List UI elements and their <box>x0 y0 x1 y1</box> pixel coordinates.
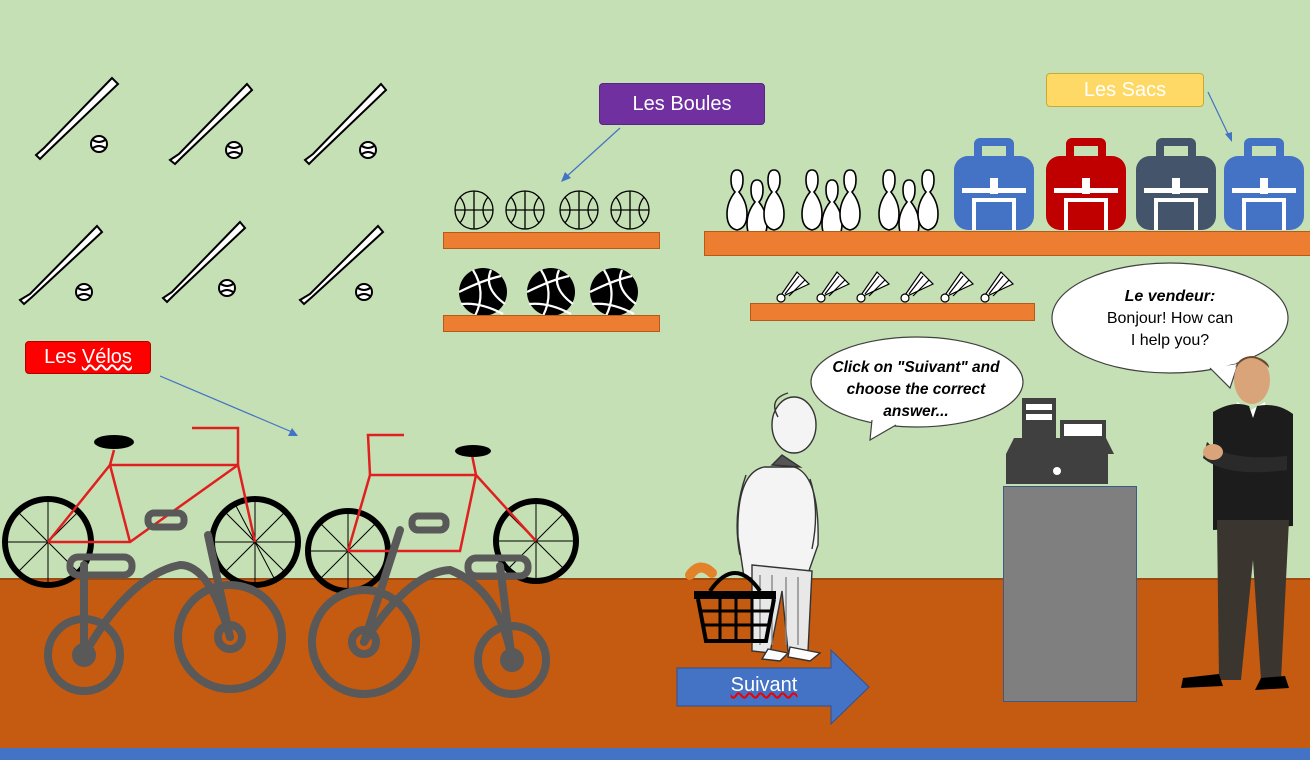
vendor-bubble-title: Le vendeur: <box>1124 288 1216 305</box>
grey-bicycle-icon <box>308 512 550 698</box>
bat-icon <box>168 82 254 166</box>
volleyballs-group <box>458 268 638 317</box>
vendor-figure <box>1181 356 1293 690</box>
basketball-icon <box>454 190 494 230</box>
sacs-label-text: Les Sacs <box>1083 78 1167 101</box>
volleyball-icon <box>589 268 638 317</box>
shuttlecocks-group <box>776 271 1015 303</box>
bowling-pin-icon <box>878 169 939 241</box>
velos-label-prefix: Les <box>44 346 82 368</box>
boules-shelf-bottom <box>443 315 660 332</box>
basketball-icon <box>610 190 650 230</box>
bowling-pins-group <box>726 169 939 241</box>
velos-label: Les Vélos <box>25 341 151 374</box>
customer-bubble-shape <box>810 336 1024 442</box>
backpack-icon <box>1224 138 1304 230</box>
checkout-counter <box>1003 486 1137 702</box>
customer-figure <box>685 392 822 662</box>
sacs-pointer-arrow <box>1207 91 1232 142</box>
shuttlecock-icon <box>816 271 851 303</box>
shuttlecock-icon <box>940 271 975 303</box>
velos-pointer-arrow <box>159 375 298 436</box>
vendor-bubble-line1: Bonjour! How can <box>1106 310 1234 327</box>
basketballs-group <box>454 190 650 230</box>
shuttlecock-icon <box>900 271 935 303</box>
shopping-basket-icon <box>685 562 776 643</box>
boules-label: Les Boules <box>599 83 765 125</box>
sacs-label: Les Sacs <box>1046 73 1204 107</box>
sacs-shelf <box>704 231 1310 256</box>
shuttlecock-shelf <box>750 303 1035 321</box>
vendor-bubble-shape <box>1051 262 1289 390</box>
boules-shelf-top <box>443 232 660 249</box>
bat-icon <box>34 76 120 161</box>
cash-register-icon <box>1006 398 1114 484</box>
customer-speech-bubble: Click on "Suivant" and choose the correc… <box>818 357 1014 423</box>
grey-bicycle-icon <box>44 509 286 695</box>
volleyball-icon <box>458 268 507 317</box>
bat-icon <box>298 224 385 306</box>
shuttlecock-icon <box>776 271 811 303</box>
bat-icon <box>161 220 247 304</box>
boules-label-text: Les Boules <box>632 92 732 115</box>
velos-label-word: Vélos <box>81 346 132 368</box>
suivant-button[interactable]: Suivant <box>676 648 871 726</box>
customer-bubble-line2: choose the correct <box>846 381 986 398</box>
bottom-strip <box>0 748 1310 760</box>
next-arrow-icon <box>676 648 870 726</box>
vendor-bubble-line2: I help you? <box>1130 332 1210 349</box>
backpacks-group <box>954 138 1304 230</box>
backpack-icon <box>1136 138 1216 230</box>
customer-bubble-line1: Click on "Suivant" and <box>832 359 1000 376</box>
bowling-pin-icon <box>726 169 785 241</box>
shuttlecock-icon <box>856 271 891 303</box>
bat-icon <box>18 224 104 306</box>
basketball-icon <box>559 190 599 230</box>
customer-bubble-line3: answer... <box>883 403 949 420</box>
vendor-speech-bubble: Le vendeur: Bonjour! How can I help you? <box>1070 286 1270 352</box>
backpack-icon <box>1046 138 1126 230</box>
bowling-pin-icon <box>801 169 861 241</box>
backpack-icon <box>954 138 1034 230</box>
basketball-icon <box>505 190 545 230</box>
volleyball-icon <box>526 268 575 317</box>
bat-icon <box>303 82 388 166</box>
baseball-bats-group <box>18 76 388 306</box>
red-bicycle-icon <box>305 433 579 594</box>
suivant-label: Suivant <box>730 674 798 696</box>
shuttlecock-icon <box>980 271 1015 303</box>
boules-pointer-arrow <box>561 127 621 182</box>
